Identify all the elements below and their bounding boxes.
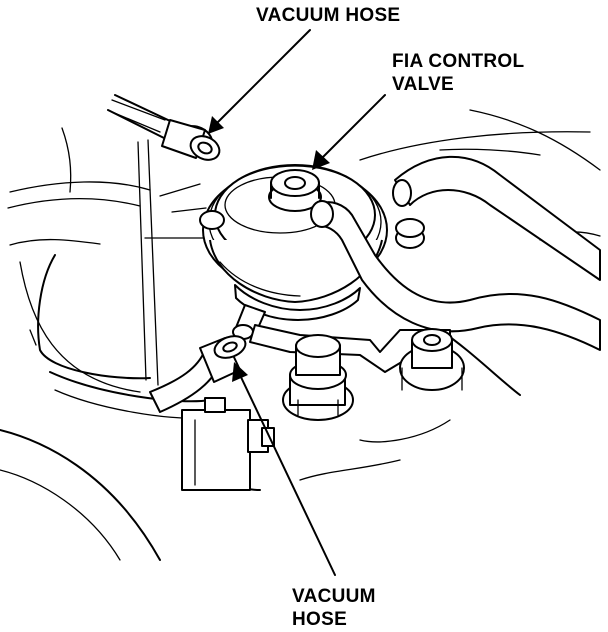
label-vacuum-hose-bottom-line2: HOSE — [292, 609, 348, 630]
label-vacuum-hose-top: VACUUM HOSE — [256, 5, 401, 26]
leader-fia-control-valve — [312, 94, 386, 170]
leader-lower-vacuum-hose — [232, 362, 336, 576]
label-vacuum-hose-bottom-line1: VACUUM — [292, 586, 376, 607]
label-fia-control-valve-line1: FIA CONTROL — [392, 51, 525, 72]
lower-vacuum-hose — [149, 335, 247, 413]
leader-upper-vacuum-hose — [208, 29, 311, 134]
sensor-housing — [181, 397, 275, 491]
valve-connecting-hose — [310, 155, 601, 351]
mounting-bracket — [249, 324, 465, 421]
fia-control-valve — [199, 164, 425, 340]
label-fia-control-valve-line2: VALVE — [392, 74, 455, 95]
upper-vacuum-hose — [107, 94, 221, 161]
